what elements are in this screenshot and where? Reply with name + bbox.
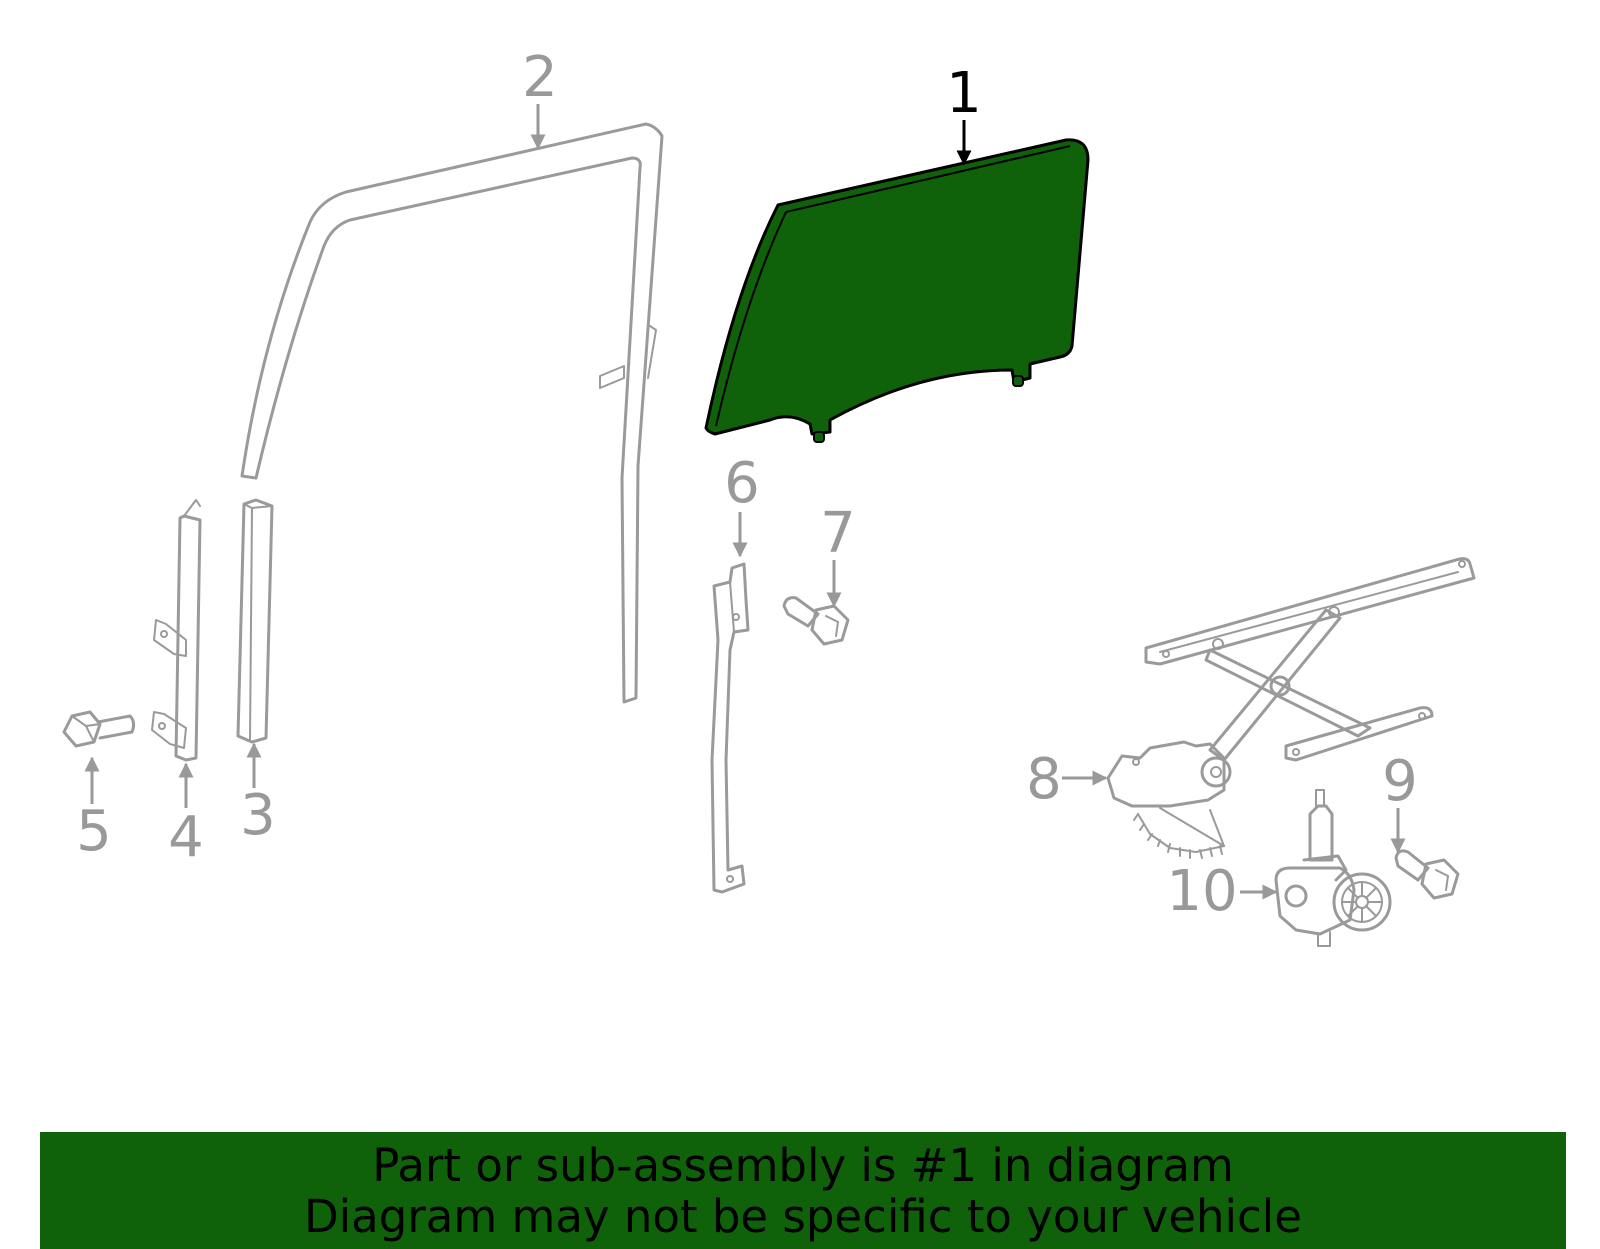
window-regulator-part-8[interactable] — [1106, 557, 1476, 859]
rear-guide-part-6[interactable] — [710, 562, 750, 894]
callout-7: 7 — [820, 501, 856, 566]
callout-1: 1 — [946, 61, 982, 126]
door-glass-part-1[interactable] — [704, 138, 1090, 443]
notice-line-1: Part or sub-assembly is #1 in diagram — [372, 1139, 1234, 1192]
lower-channel-part-3[interactable] — [236, 498, 274, 744]
regulator-motor-part-10[interactable] — [1274, 789, 1392, 947]
callout-2: 2 — [522, 45, 558, 110]
bolt-part-7[interactable] — [782, 596, 850, 646]
notice-banner: Part or sub-assembly is #1 in diagram Di… — [40, 1132, 1566, 1249]
bolt-part-5[interactable] — [62, 710, 136, 748]
callout-3: 3 — [240, 783, 276, 848]
callout-5: 5 — [76, 799, 112, 864]
callout-10: 10 — [1166, 859, 1237, 924]
callout-4: 4 — [168, 805, 204, 870]
guide-rail-part-4[interactable] — [151, 499, 202, 762]
callout-9: 9 — [1382, 749, 1418, 814]
parts-diagram: 1 2 3 4 5 6 7 8 9 10 — [62, 45, 1476, 947]
notice-line-2: Diagram may not be specific to your vehi… — [304, 1190, 1302, 1243]
callout-8: 8 — [1026, 747, 1062, 812]
glass-run-channel-part-2[interactable] — [240, 122, 664, 704]
bolt-part-9[interactable] — [1394, 849, 1460, 900]
callout-6: 6 — [724, 451, 760, 516]
